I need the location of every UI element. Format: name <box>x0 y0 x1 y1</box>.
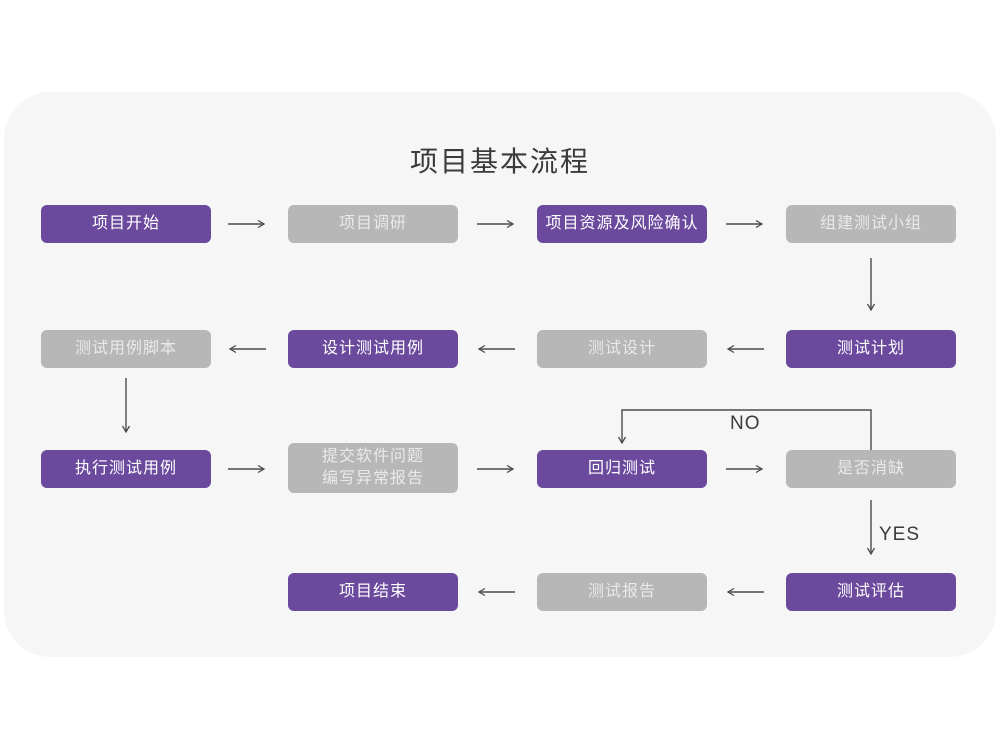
node-build-test-team: 组建测试小组 <box>786 205 956 243</box>
node-test-evaluation: 测试评估 <box>786 573 956 611</box>
branch-label-no: NO <box>730 413 761 434</box>
node-project-start: 项目开始 <box>41 205 211 243</box>
node-project-end: 项目结束 <box>288 573 458 611</box>
node-regression-test: 回归测试 <box>537 450 707 488</box>
node-resource-risk-confirm: 项目资源及风险确认 <box>537 205 707 243</box>
node-test-report: 测试报告 <box>537 573 707 611</box>
node-test-design: 测试设计 <box>537 330 707 368</box>
page-title: 项目基本流程 <box>409 146 590 177</box>
node-design-test-cases: 设计测试用例 <box>288 330 458 368</box>
flowchart-panel <box>4 92 996 657</box>
node-submit-issue-report: 提交软件问题 编写异常报告 <box>288 443 458 493</box>
node-defect-resolved-check: 是否消缺 <box>786 450 956 488</box>
node-project-research: 项目调研 <box>288 205 458 243</box>
node-test-case-scripts: 测试用例脚本 <box>41 330 211 368</box>
node-test-plan: 测试计划 <box>786 330 956 368</box>
node-execute-test-cases: 执行测试用例 <box>41 450 211 488</box>
branch-label-yes: YES <box>879 524 921 545</box>
